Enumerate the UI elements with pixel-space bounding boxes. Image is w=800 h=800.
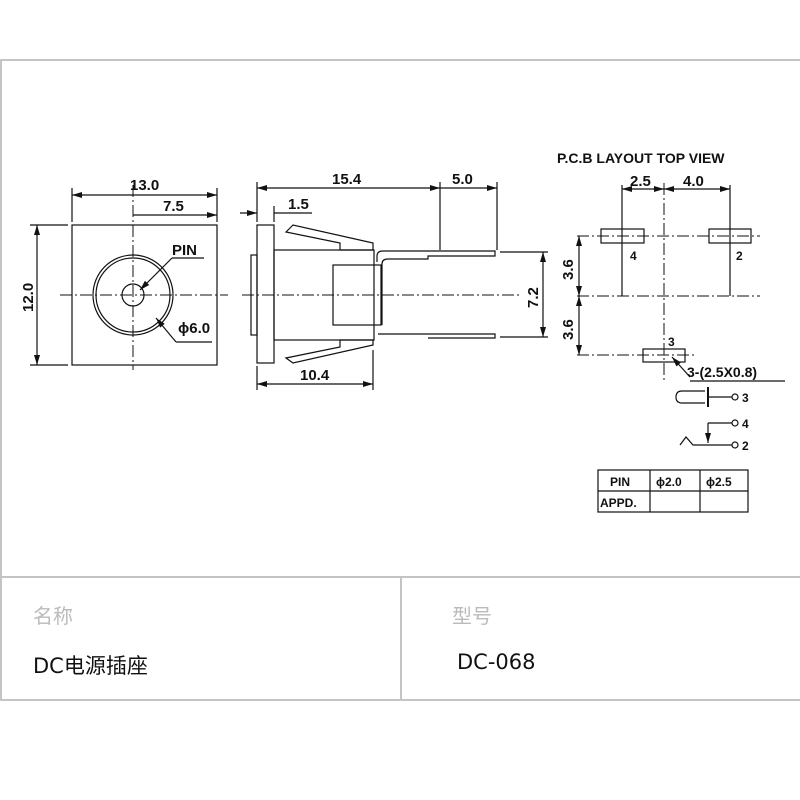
pcb-dim-v2: 3.6	[560, 319, 577, 340]
pad-2-label: 2	[736, 249, 743, 263]
pcb-dim-v1: 3.6	[560, 259, 577, 280]
table-header-pin: PIN	[610, 475, 630, 489]
table-header-2-0: ϕ2.0	[656, 475, 682, 489]
front-height-dim: 12.0	[20, 283, 37, 312]
front-width-dim: 13.0	[130, 177, 159, 194]
pin-label: PIN	[172, 242, 197, 259]
pad-4-label: 4	[630, 249, 637, 263]
table-header-2-5: ϕ2.5	[706, 475, 732, 489]
pcb-dim-left: 2.5	[630, 173, 651, 190]
pin-length-dim: 5.0	[452, 171, 473, 188]
side-view: 15.4 5.0 1.5 10.4 7.2	[240, 171, 548, 390]
schematic-3-label: 3	[742, 391, 749, 405]
pin-spacing-dim: 7.2	[525, 287, 542, 308]
flange-dim: 1.5	[288, 196, 309, 213]
model-label: 型号	[452, 604, 492, 628]
front-offset-dim: 7.5	[163, 198, 184, 215]
pcb-title: P.C.B LAYOUT TOP VIEW	[557, 150, 725, 166]
pcb-layout: P.C.B LAYOUT TOP VIEW 2.5 4.0 4 2 3 3.6 …	[557, 150, 785, 453]
body-dim: 10.4	[300, 367, 330, 384]
pad-size-label: 3-(2.5X0.8)	[687, 364, 757, 380]
model-value: DC-068	[457, 650, 536, 674]
pad-3-label: 3	[668, 335, 675, 349]
schematic-2-label: 2	[742, 439, 749, 453]
pcb-dim-right: 4.0	[683, 173, 704, 190]
frame-lines	[0, 59, 800, 701]
table-row-appd: APPD.	[600, 496, 637, 510]
name-value: DC电源插座	[33, 654, 148, 678]
front-view: 13.0 7.5 12.0 PIN ϕ6.0	[20, 177, 228, 370]
schematic-4-label: 4	[742, 417, 749, 431]
name-label: 名称	[33, 604, 73, 628]
length-dim: 15.4	[332, 171, 362, 188]
diameter-label: ϕ6.0	[178, 320, 210, 337]
pin-table: PIN ϕ2.0 ϕ2.5 APPD.	[597, 469, 749, 513]
